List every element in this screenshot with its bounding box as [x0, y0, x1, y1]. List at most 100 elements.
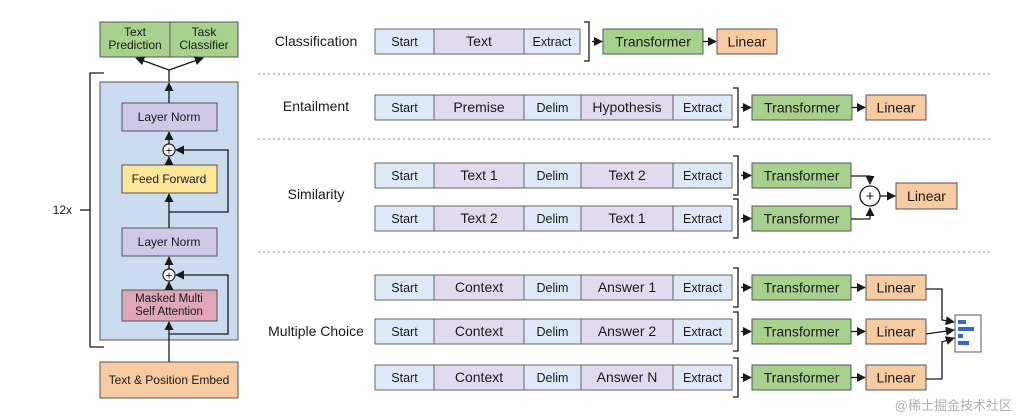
- mc-linear-1: [865, 274, 927, 301]
- mc-transformer-1-label: Transformer: [764, 280, 840, 296]
- text-position-embed-label: Text & Position Embed: [109, 373, 230, 387]
- classification-segment-label: Text: [466, 33, 492, 49]
- text-position-embed: [99, 361, 239, 399]
- similarity-row-2-segment-label: Text 1: [608, 210, 646, 226]
- mc-row-2-segment: [433, 318, 525, 345]
- similarity-transformer-1-label: Transformer: [764, 168, 840, 184]
- mc-row-2-segment: [580, 318, 674, 345]
- mc-transformer-1: [751, 274, 852, 301]
- residual-bottom: [169, 270, 229, 335]
- mc-row-3-segment-label: Answer N: [597, 369, 658, 385]
- to-task-classifier-arrow: [168, 56, 204, 71]
- svg-text:+: +: [165, 144, 172, 158]
- classification-segment: [374, 28, 435, 55]
- entailment-segment: [580, 94, 674, 121]
- classification-segment-label: Extract: [533, 35, 572, 49]
- mc-row-3-segment-label: Start: [391, 371, 418, 385]
- mc-row-2-segment: [672, 318, 733, 345]
- mc-row-1-segment-label: Start: [391, 281, 418, 295]
- similarity-row-1-segment: [672, 162, 733, 189]
- similarity-row-2-segment: [672, 205, 733, 232]
- similarity-row-2-segment: [580, 205, 674, 232]
- classification-linear-label: Linear: [728, 34, 767, 50]
- classification-linear: [716, 28, 778, 55]
- similarity-row-1-segment-label: Text 2: [608, 167, 646, 183]
- task-label-entailment: Entailment: [283, 98, 349, 114]
- task-classifier-box: [169, 21, 239, 58]
- input-bracket: [733, 267, 739, 308]
- entailment-segment-label: Start: [391, 101, 418, 115]
- mc-row-1-segment: [374, 274, 435, 301]
- similarity-linear: [895, 182, 958, 210]
- multiple-choice-softmax: [925, 288, 982, 380]
- mc-row-1-segment-label: Delim: [537, 281, 569, 295]
- mc-row-1-segment-label: Answer 1: [598, 279, 657, 295]
- similarity-row-2-segment-label: Delim: [537, 212, 569, 226]
- task-label-similarity: Similarity: [288, 186, 345, 202]
- classification-transformer: [602, 28, 704, 55]
- similarity-transformer-2: [751, 205, 852, 232]
- task-label-multiple-choice: Multiple Choice: [268, 323, 364, 339]
- similarity-row-2-segment-label: Extract: [683, 212, 722, 226]
- mc-row-3-segment: [374, 364, 435, 391]
- similarity-row-1-segment-label: Delim: [537, 169, 569, 183]
- entailment-segment: [433, 94, 525, 121]
- feed-forward: [121, 164, 218, 194]
- similarity-row-1-segment: [433, 162, 525, 189]
- mc-transformer-3: [751, 364, 852, 391]
- entailment-segment-label: Extract: [683, 101, 722, 115]
- mc-row-2-segment-label: Start: [391, 325, 418, 339]
- similarity-row-1-segment: [374, 162, 435, 189]
- similarity-row-1-segment-label: Extract: [683, 169, 722, 183]
- classification-segment: [523, 28, 581, 55]
- similarity-row-2-segment-label: Text 2: [460, 210, 498, 226]
- classification-segment-label: Start: [391, 35, 418, 49]
- similarity-row-2-segment: [374, 205, 435, 232]
- entailment-segment-label: Premise: [453, 99, 505, 115]
- similarity-linear-label: Linear: [907, 188, 946, 204]
- similarity-row-1-segment-label: Start: [391, 169, 418, 183]
- entailment-transformer-label: Transformer: [764, 100, 840, 116]
- mc-row-1-segment-label: Extract: [683, 281, 722, 295]
- residual-top: [169, 145, 229, 213]
- entailment-segment: [374, 94, 435, 121]
- entailment-transformer: [751, 94, 853, 121]
- input-bracket: [733, 155, 739, 196]
- entailment-segment-label: Delim: [537, 101, 569, 115]
- layer-norm-bottom-label: Layer Norm: [138, 235, 201, 249]
- mc-row-3-segment: [672, 364, 733, 391]
- mc-row-1-segment: [580, 274, 674, 301]
- mc-row-3-segment: [523, 364, 582, 391]
- mc-transformer-2-label: Transformer: [764, 324, 840, 340]
- entailment-segment: [672, 94, 733, 121]
- input-bracket: [584, 21, 590, 62]
- mc-row-1-segment-label: Context: [455, 279, 503, 295]
- mc-linear-1-label: Linear: [877, 280, 916, 296]
- mc-row-3-segment: [580, 364, 674, 391]
- mc-transformer-3-label: Transformer: [764, 370, 840, 386]
- watermark: @稀土掘金技术社区: [895, 398, 1012, 413]
- entailment-segment-label: Hypothesis: [592, 99, 661, 115]
- mc-linear-2-label: Linear: [877, 324, 916, 340]
- entailment-linear-label: Linear: [877, 100, 916, 116]
- input-bracket: [733, 198, 739, 239]
- input-bracket: [733, 311, 739, 352]
- mc-row-3-segment-label: Extract: [683, 371, 722, 385]
- mc-row-2-segment-label: Extract: [683, 325, 722, 339]
- mc-row-3-segment-label: Context: [455, 369, 503, 385]
- mc-row-3-segment-label: Delim: [537, 371, 569, 385]
- text-prediction-box: [99, 21, 171, 58]
- mc-row-2-segment: [374, 318, 435, 345]
- similarity-row-1-segment: [523, 162, 582, 189]
- task-label-classification: Classification: [275, 33, 357, 49]
- similarity-plus-label: +: [866, 188, 875, 205]
- similarity-row-1-segment-label: Text 1: [460, 167, 498, 183]
- similarity-row-1-segment: [580, 162, 674, 189]
- layer-norm-top: [121, 102, 218, 132]
- similarity-row-2-segment-label: Start: [391, 212, 418, 226]
- repeat-label: 12x: [53, 203, 72, 217]
- to-text-prediction-arrow: [135, 56, 170, 71]
